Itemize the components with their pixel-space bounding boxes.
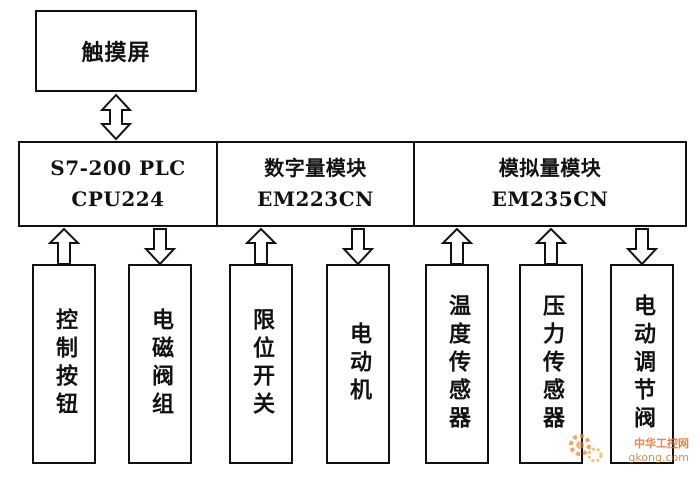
digital-module-model: EM223CN: [257, 187, 374, 211]
device-box-motor: 电动机: [326, 264, 390, 464]
plc-cpu-section: S7-200 PLC CPU224: [20, 143, 216, 225]
gear-logo-icon: [569, 434, 603, 463]
watermark: 中华工控网 gkong.com: [628, 435, 689, 464]
watermark-url: gkong.com: [628, 451, 689, 464]
touchscreen-box: 触摸屏: [35, 10, 197, 92]
device-box-temperature-sensor: 温度传感器: [425, 264, 489, 464]
device-label: 限位开关: [249, 308, 274, 420]
analog-module-name: 模拟量模块: [498, 156, 602, 180]
device-box-control-buttons: 控制按钮: [32, 264, 96, 464]
output-arrow-down-icon: [625, 228, 659, 266]
system-block: S7-200 PLC CPU224 数字量模块 EM223CN 模拟量模块 EM…: [18, 141, 687, 227]
input-arrow-up-icon: [244, 227, 278, 265]
device-box-control-valve: 电动调节阀: [610, 264, 674, 464]
device-label: 电磁阀组: [148, 308, 173, 420]
cpu-model-label: CPU224: [71, 187, 165, 211]
touchscreen-label: 触摸屏: [81, 40, 151, 66]
device-label: 压力传感器: [539, 294, 564, 434]
output-arrow-down-icon: [143, 228, 177, 266]
analog-module-section: 模拟量模块 EM235CN: [415, 143, 685, 225]
input-arrow-up-icon: [534, 227, 568, 265]
digital-module-name: 数字量模块: [264, 156, 367, 180]
device-label: 电动机: [346, 322, 371, 406]
device-label: 电动调节阀: [630, 294, 655, 434]
bidirectional-arrow-icon: [99, 93, 133, 141]
device-label: 温度传感器: [445, 294, 470, 434]
watermark-title: 中华工控网: [634, 437, 689, 450]
analog-module-model: EM235CN: [491, 187, 609, 211]
separator-plc-digital: [216, 143, 218, 225]
digital-module-section: 数字量模块 EM223CN: [218, 143, 413, 225]
device-box-limit-switch: 限位开关: [229, 264, 293, 464]
output-arrow-down-icon: [341, 228, 375, 266]
device-label: 控制按钮: [52, 308, 77, 420]
separator-digital-analog: [413, 143, 415, 225]
plc-model-label: S7-200 PLC: [50, 156, 186, 180]
input-arrow-up-icon: [440, 227, 474, 265]
input-arrow-up-icon: [47, 227, 81, 265]
